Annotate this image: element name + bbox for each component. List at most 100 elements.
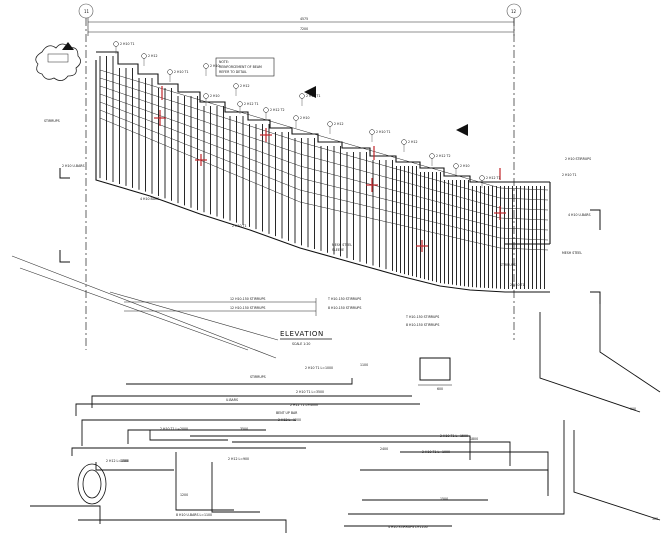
schedule-bar-17: [78, 519, 287, 533]
schedule-label-7: 2 H12 L=1500: [106, 459, 129, 463]
section-markers: [154, 86, 506, 252]
right-stirrups: STIRRUPS: [500, 263, 516, 267]
schedule-label-1: 2 H10 T1 L=1000: [305, 366, 333, 370]
callout-13: 2 H10: [203, 63, 220, 76]
overall-dim-2: 7200: [300, 27, 308, 31]
grid-line-right: [506, 3, 522, 340]
dim-6: 1500: [440, 497, 448, 501]
diagonal-bars: [11, 255, 279, 359]
longitudinal-bar-4: [99, 101, 549, 231]
schedule-sub-1: STIRRUPS: [250, 375, 266, 379]
callout-6: 2 H10: [293, 115, 310, 128]
callout-7: 2 H12: [327, 121, 344, 134]
schedule-label-5: 2 H10 T1 L=2000: [160, 427, 188, 431]
callout-9: 2 H12: [401, 139, 418, 152]
callout-12: 2 H12 T1: [479, 175, 500, 188]
bent-bar-details: [539, 300, 661, 521]
right-label-2: 2 H10 T1: [562, 173, 576, 177]
note-line-3: REFER TO DETAIL: [219, 70, 247, 74]
schedule-label-4: 2 H12 L=1200: [278, 418, 301, 422]
callout-11: 2 H10: [453, 163, 470, 176]
left-label-2: 2 H10 U-BARS: [62, 164, 84, 168]
svg-text:2 H12 T1: 2 H12 T1: [244, 102, 258, 106]
longitudinal-bar-2: [99, 85, 549, 211]
stirrup-bars: [99, 56, 545, 289]
schedule-bar-4: [127, 429, 266, 444]
svg-text:2 H10: 2 H10: [210, 94, 220, 98]
svg-text:2 H12 T1: 2 H12 T1: [486, 176, 500, 180]
stirrup-label-2: 12 H10-150 STIRRUPS: [230, 306, 265, 310]
stirrup-label-4: 8 H10-150 STIRRUPS: [328, 306, 361, 310]
dim-1: 1000: [120, 459, 128, 463]
svg-text:2 H12: 2 H12: [408, 140, 418, 144]
svg-text:2 H10: 2 H10: [210, 64, 220, 68]
svg-text:2 H12: 2 H12: [240, 84, 250, 88]
schedule-bar-12: [400, 451, 549, 490]
left-label-4: 2 H10 T1: [232, 224, 246, 228]
svg-text:2 H12 T2: 2 H12 T2: [436, 154, 450, 158]
note-line-1: NOTE:: [219, 60, 229, 64]
callout-tags: 2 H10 T1 2 H12 2 H10 T1 2 H10 2 H12 T1 2 H12 …: [113, 41, 500, 188]
callout-1: 2 H12: [141, 53, 158, 66]
schedule-bar-0: [126, 378, 353, 385]
schedule-bar-2: [75, 403, 420, 416]
longitudinal-bar-1: [99, 77, 549, 201]
sleeve-label: SLEEVE: [332, 248, 344, 252]
mesh-steel-right: MESH STEEL: [562, 251, 582, 255]
left-label-3: 4 H10 BARS: [140, 197, 159, 201]
schedule-bar-5: [149, 430, 228, 441]
schedule-label-8: 2 H10 T1 L=1000: [422, 450, 450, 454]
right-label-3: 4 H10 U-BARS: [568, 213, 590, 217]
left-label-1: STIRRUPS: [44, 119, 60, 123]
callout-8: 2 H10 T1: [369, 129, 390, 142]
schedule-bar-1: [91, 395, 412, 408]
stirrup-label-5: T H10-150 STIRRUPS: [405, 315, 439, 319]
note-line-2: REINFORCEMENT OF BEAM: [219, 65, 262, 69]
callout-5: 2 H12 T2: [263, 107, 284, 120]
longitudinal-bar-0: [99, 69, 549, 191]
left-bracket: [59, 168, 70, 263]
svg-text:2 H12: 2 H12: [148, 54, 158, 58]
cloud-tag: [47, 53, 69, 63]
schedule-label-11: 4 H10 STIRRUPS L=1100: [388, 525, 428, 529]
schedule-label-2: 2 H10 T1 L=3500: [296, 390, 324, 394]
dim-10: 300: [652, 517, 658, 521]
longitudinal-bars: [99, 69, 549, 251]
schedule-label-6: 2 H10 T1 L=1500: [440, 434, 468, 438]
callout-4: 2 H12 T1: [237, 101, 258, 114]
bar-schedule: [30, 378, 565, 533]
drawing-title: ELEVATION: [280, 330, 324, 338]
schedule-sub-3: BENT UP BAR: [276, 411, 298, 415]
grid-label-left: 11: [84, 9, 90, 14]
revision-cloud-icon: [35, 43, 81, 81]
callout-15: 2 H12 T1: [299, 93, 320, 106]
schedule-label-3: 2 H12 T1 L=4000: [290, 403, 318, 407]
schedule-bar-16: [30, 505, 101, 524]
right-bracket: [590, 209, 601, 304]
grid-line-left: [78, 3, 94, 350]
svg-text:2 H12: 2 H12: [334, 122, 344, 126]
right-label-1: 2 H10 STIRRUPS: [565, 157, 591, 161]
callout-14: 2 H12: [233, 83, 250, 96]
callout-2: 2 H10 T1: [167, 69, 188, 82]
section-detail-box: [418, 357, 452, 386]
callout-3: 2 H10: [203, 93, 220, 106]
dim-2: 3500: [240, 427, 248, 431]
schedule-bar-8: [175, 452, 234, 511]
svg-text:2 H10 T1: 2 H10 T1: [376, 130, 390, 134]
schedule-bar-13: [360, 469, 549, 496]
svg-text:2 H10 T1: 2 H10 T1: [174, 70, 188, 74]
dim-8: 600: [437, 387, 443, 391]
svg-text:2 H12 T1: 2 H12 T1: [306, 94, 320, 98]
stirrup-label-3: T H10-150 STIRRUPS: [327, 297, 361, 301]
right-label-4: 2 H10 T1: [510, 283, 524, 287]
schedule-label-9: 2 H12 L=900: [228, 457, 249, 461]
svg-text:2 H10: 2 H10: [300, 116, 310, 120]
schedule-label-10: 8 H10 U-BARS L=1100: [176, 513, 212, 517]
longitudinal-bar-5: [99, 109, 549, 241]
callout-10: 2 H12 T2: [429, 153, 450, 166]
dim-7: 900: [630, 407, 636, 411]
schedule-sub-2: U-BARS: [226, 398, 238, 402]
dim-9: 1100: [360, 363, 368, 367]
longitudinal-bar-3: [99, 93, 549, 221]
